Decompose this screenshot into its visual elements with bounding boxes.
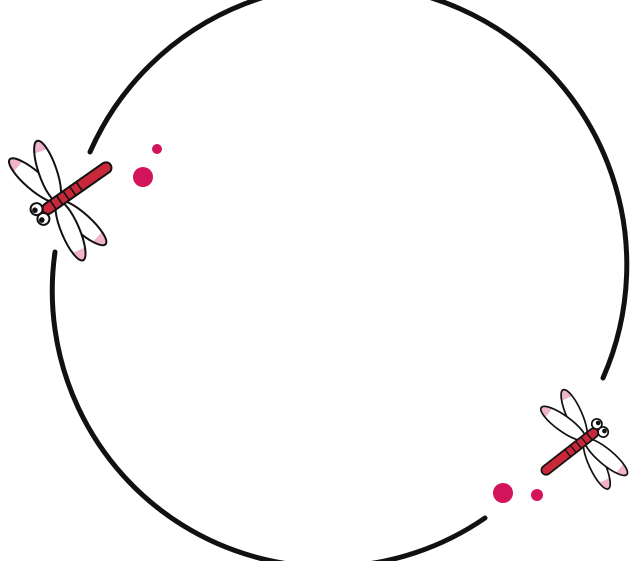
decor-dot <box>152 144 162 154</box>
frame-arc-bottom <box>49 249 488 561</box>
decor-dot <box>493 483 513 503</box>
decor-dot <box>133 167 153 187</box>
dragonfly-left-icon <box>0 108 150 274</box>
decor-dot <box>531 489 543 501</box>
dragonfly-right-icon <box>506 379 634 520</box>
frame-arc-top <box>87 0 630 381</box>
